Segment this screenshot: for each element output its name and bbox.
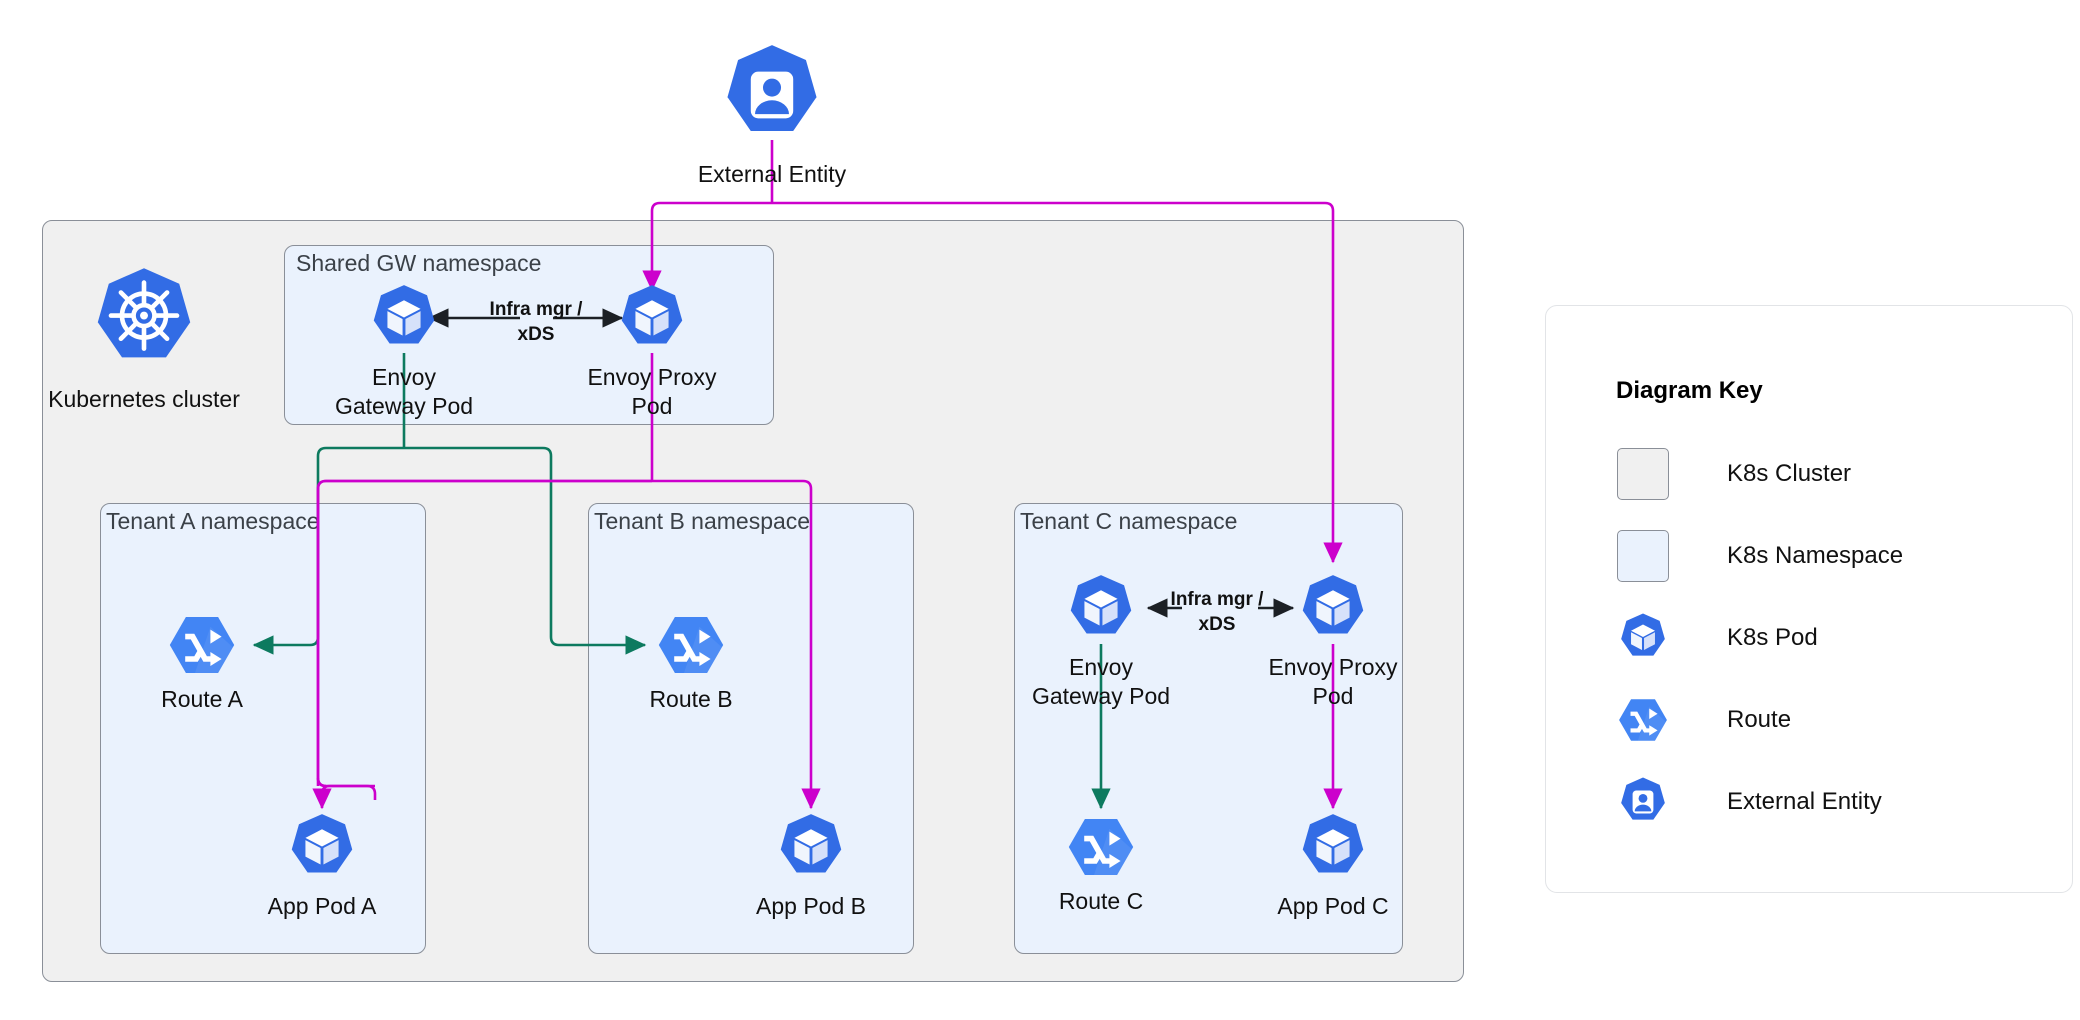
route-icon-route-a (164, 610, 240, 680)
namespace-box-tenant-b (588, 503, 914, 954)
route-icon-route-c (1063, 812, 1139, 882)
k8s-pod-icon-legend (1617, 612, 1669, 664)
k8s-pod-icon-app-pod-c (1294, 812, 1372, 884)
node-label-envoy-proxy-pod-c: Envoy Proxy Pod (1268, 654, 1398, 709)
cluster-swatch-icon (1617, 448, 1669, 500)
k8s-pod-icon-gw-pod-c (1062, 573, 1140, 645)
legend-label-k8s-namespace: K8s Namespace (1727, 542, 1904, 569)
node-label-envoy-proxy-pod: Envoy Proxy Pod (587, 364, 717, 419)
namespace-title-shared-gw: Shared GW namespace (296, 250, 542, 276)
legend-item-k8s-namespace: K8s Namespace (1617, 530, 1903, 582)
edge-label-infra-mgr-xds-tenant-c: Infra mgr / xDS (1170, 589, 1264, 635)
namespace-swatch-icon (1617, 530, 1669, 582)
k8s-pod-icon-gw-pod (365, 283, 443, 355)
legend-item-k8s-cluster: K8s Cluster (1617, 448, 1851, 500)
legend-item-k8s-pod: K8s Pod (1617, 612, 1818, 664)
node-label-route-a: Route A (161, 686, 243, 712)
legend-label-k8s-pod: K8s Pod (1727, 624, 1818, 651)
legend-item-route: Route (1617, 694, 1791, 746)
node-label-app-pod-b: App Pod B (756, 893, 866, 919)
external-entity-icon (714, 42, 830, 148)
namespace-title-tenant-c: Tenant C namespace (1020, 508, 1238, 534)
namespace-title-tenant-a: Tenant A namespace (106, 508, 320, 534)
namespace-box-tenant-a (100, 503, 426, 954)
legend-label-external-entity: External Entity (1727, 788, 1882, 815)
node-label-route-b: Route B (649, 686, 733, 712)
namespace-title-tenant-b: Tenant B namespace (594, 508, 811, 534)
edge-label-infra-mgr-xds-shared: Infra mgr / xDS (489, 299, 583, 345)
node-label-app-pod-c: App Pod C (1277, 893, 1389, 919)
external-entity-label: External Entity (697, 161, 847, 187)
route-icon-legend (1617, 694, 1669, 746)
node-label-app-pod-a: App Pod A (267, 893, 377, 919)
k8s-pod-icon-app-pod-a (283, 812, 361, 884)
k8s-pod-icon-proxy-pod-c (1294, 573, 1372, 645)
k8s-pod-icon-proxy-pod (613, 283, 691, 355)
diagram-key-title: Diagram Key (1616, 377, 1763, 404)
legend-label-k8s-cluster: K8s Cluster (1727, 460, 1852, 487)
node-label-envoy-gateway-pod: Envoy Gateway Pod (334, 364, 474, 419)
legend-label-route: Route (1727, 706, 1792, 733)
k8s-pod-icon-app-pod-b (772, 812, 850, 884)
node-label-envoy-gateway-pod-c: Envoy Gateway Pod (1031, 654, 1171, 709)
route-icon-route-b (653, 610, 729, 680)
kubernetes-cluster-icon (85, 265, 203, 375)
external-entity-icon-legend (1617, 776, 1669, 828)
node-label-route-c: Route C (1058, 888, 1144, 914)
kubernetes-cluster-label: Kubernetes cluster (48, 386, 240, 412)
legend-item-external-entity: External Entity (1617, 776, 1882, 828)
